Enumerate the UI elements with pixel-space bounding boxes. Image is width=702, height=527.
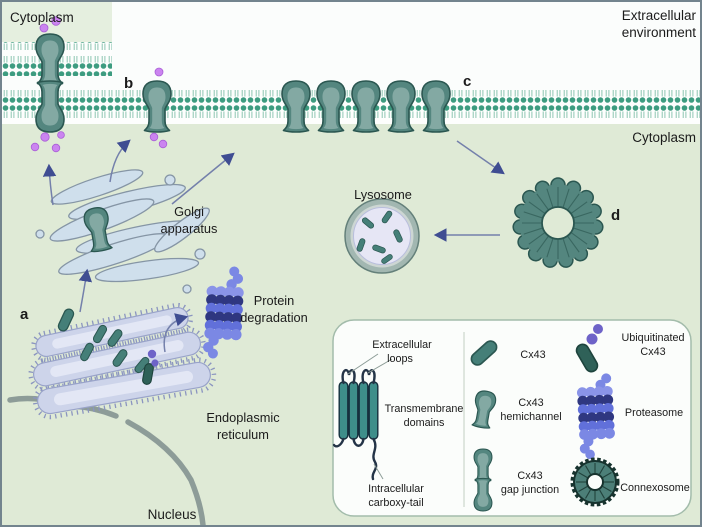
legend-transmembrane-line2: domains (404, 417, 445, 429)
legend-extracellular-loops-line1: Extracellular (372, 339, 432, 351)
legend-connexosome-icon (570, 457, 620, 507)
legend-hemichannel-line2: hemichannel (500, 411, 561, 423)
ubiquitin-dot (151, 359, 159, 367)
label-extracellular-line1: Extracellular (622, 8, 697, 23)
golgi-vesicle (194, 248, 206, 260)
stage-label-b: b (124, 75, 133, 92)
lysosome (344, 198, 420, 274)
label-nucleus: Nucleus (148, 507, 197, 522)
endoplasmic-reticulum (28, 302, 217, 420)
label-cytoplasm-top: Cytoplasm (10, 10, 74, 25)
legend-cx43-label: Cx43 (520, 349, 545, 361)
gap-junction (35, 33, 65, 133)
stage-label-a: a (20, 306, 29, 323)
legend-connexosome-label: Connexosome (620, 482, 690, 494)
arrow-golgi-to-gap-junction (42, 163, 57, 206)
legend-ubiquitinated-line2: Cx43 (640, 346, 665, 358)
arrow-er-to-proteasome (163, 313, 189, 353)
legend-carboxy-tail-line1: Intracellular (368, 483, 424, 495)
legend-gap-junction-icon (473, 448, 493, 512)
ubiquitin-dot (593, 324, 603, 334)
golgi-apparatus (35, 169, 210, 294)
trafficking-arrows (42, 139, 505, 353)
label-golgi-line1: Golgi (174, 204, 204, 219)
arrow-golgi-to-hemichannel-b (109, 139, 131, 183)
arrow-plaque-to-connexosome (456, 140, 505, 175)
legend-ubiquitinated-icon (573, 324, 603, 375)
label-golgi-line2: apparatus (161, 221, 218, 236)
legend-gap-junction-line2: gap junction (501, 484, 559, 496)
golgi-vesicle (164, 174, 176, 186)
label-protein-degradation-line2: degradation (240, 310, 308, 325)
legend-transmembrane-line1: Transmembrane (385, 403, 464, 415)
legend-gap-junction-line1: Cx43 (517, 470, 542, 482)
label-cytoplasm-main: Cytoplasm (632, 130, 696, 145)
label-er-line1: Endoplasmic (206, 410, 280, 425)
phospho-dots (30, 16, 168, 153)
label-protein-degradation-line1: Protein (254, 293, 295, 308)
proteasome (203, 266, 244, 359)
ubiquitinated-cx43-on-er (141, 349, 159, 386)
label-extracellular-line2: environment (622, 25, 697, 40)
cx43-topology-schematic (332, 353, 393, 481)
legend-hemichannel-line1: Cx43 (518, 397, 543, 409)
legend-proteasome-icon (576, 373, 615, 460)
legend-carboxy-tail-line2: carboxy-tail (368, 497, 423, 509)
golgi-vesicle (182, 284, 192, 294)
connexosome (512, 177, 604, 268)
legend-pointer-lines (347, 353, 393, 480)
golgi-vesicle (35, 229, 45, 239)
ubiquitin-dot (586, 333, 598, 345)
label-er-line2: reticulum (217, 427, 269, 442)
legend-proteasome-label: Proteasome (625, 407, 683, 419)
membrane-main (2, 90, 700, 124)
arrow-golgi-to-plaque-c (171, 152, 235, 205)
stage-label-d: d (611, 207, 620, 224)
stage-label-c: c (463, 73, 471, 90)
ubiquitin-dot (147, 349, 157, 359)
legend-ubiquitinated-line1: Ubiquitinated (621, 332, 684, 344)
label-lysosome: Lysosome (354, 187, 412, 202)
arrow-er-to-golgi (78, 268, 93, 313)
legend-extracellular-loops-line2: loops (387, 353, 413, 365)
legend: Extracellular loops Transmembrane domain… (332, 319, 692, 517)
